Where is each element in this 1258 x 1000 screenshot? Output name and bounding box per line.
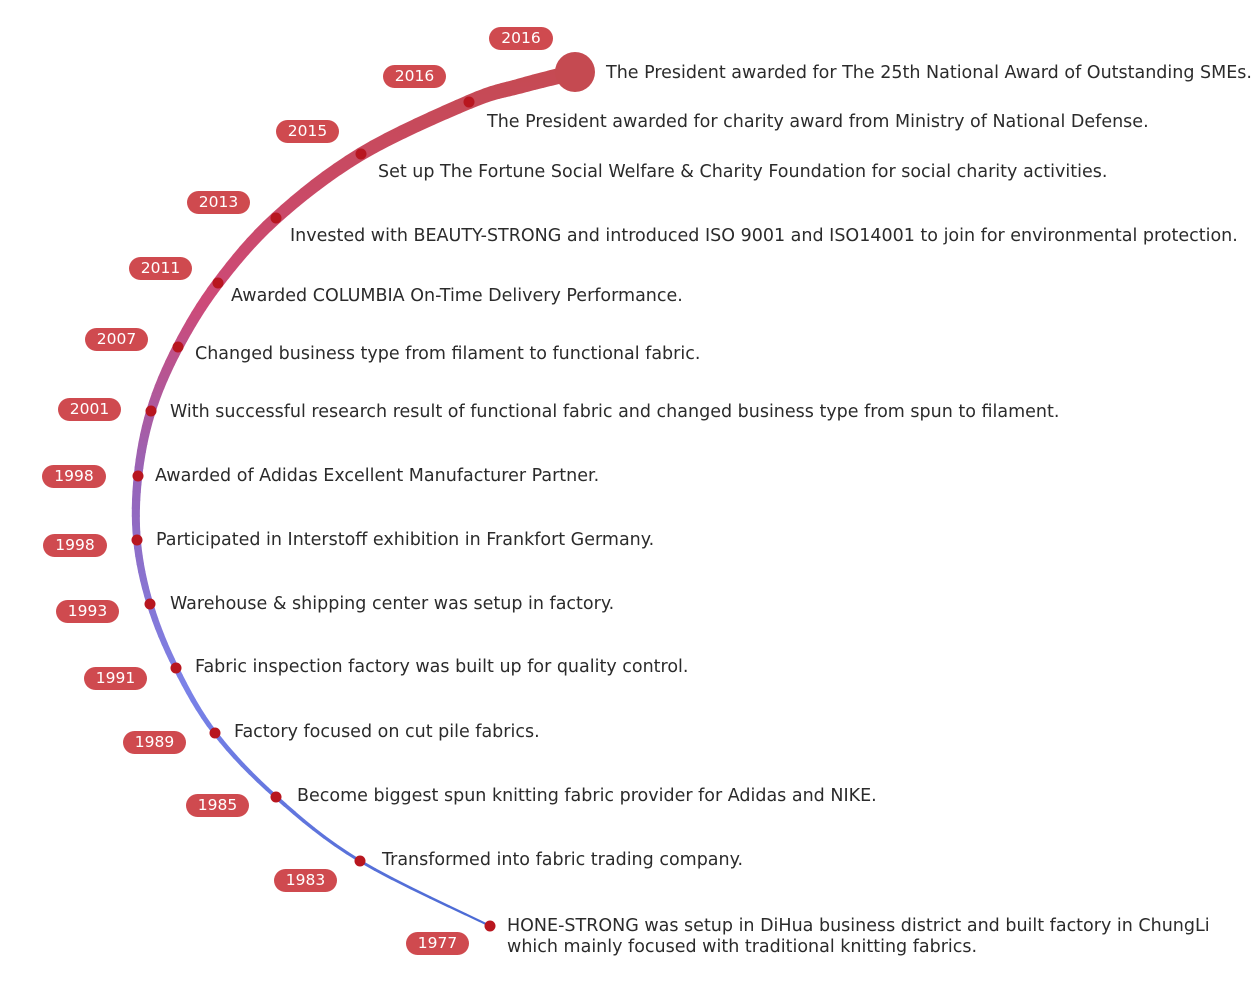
arc-segment	[447, 905, 467, 916]
timeline-event-text: Participated in Interstoff exhibition in…	[156, 530, 655, 550]
arc-end-cap	[555, 52, 595, 92]
year-badge: 2015	[276, 120, 339, 143]
timeline-event-text: Awarded COLUMBIA On-Time Delivery Perfor…	[231, 286, 683, 306]
year-badge: 1985	[186, 794, 249, 817]
timeline-event-text: Changed business type from filament to f…	[195, 344, 701, 364]
timeline-event-text: Transformed into fabric trading company.	[382, 850, 744, 870]
timeline-event-text: Fabric inspection factory was built up f…	[195, 657, 689, 677]
year-badge: 2011	[129, 257, 192, 280]
year-badge: 2013	[187, 191, 250, 214]
timeline-dot	[131, 534, 143, 546]
arc-segment	[373, 868, 394, 881]
timeline-event-text: HONE-STRONG was setup in DiHua business …	[507, 916, 1210, 957]
arc-segment	[333, 843, 349, 855]
arc-segment	[464, 913, 481, 923]
timeline-dot	[270, 791, 282, 803]
timeline-event-text: Set up The Fortune Social Welfare & Char…	[378, 162, 1108, 182]
year-badge: 1998	[43, 534, 107, 557]
arc-segment	[409, 886, 432, 899]
arc-segment	[390, 877, 413, 890]
year-badge: 2001	[58, 398, 121, 421]
arc-segment	[283, 803, 297, 815]
year-badge: 2007	[85, 328, 148, 351]
arc-strokes	[131, 64, 583, 928]
timeline-dot	[354, 855, 366, 867]
timeline-dot	[144, 598, 156, 610]
timeline-event-text: Warehouse & shipping center was setup in…	[170, 594, 615, 614]
timeline-dot	[484, 920, 496, 932]
year-badge-top: 2016	[489, 27, 553, 50]
year-badge: 1977	[406, 932, 469, 955]
year-badge: 1991	[84, 667, 147, 690]
year-badge: 1998	[42, 465, 106, 488]
year-badge: 1989	[123, 731, 186, 754]
year-badge: 1993	[56, 600, 119, 623]
arc-segment	[292, 811, 306, 823]
timeline-dot	[355, 148, 367, 160]
arc-segment	[322, 835, 337, 847]
arc-segment	[311, 827, 326, 839]
arc-dots	[131, 52, 595, 932]
timeline-dot	[170, 662, 182, 674]
timeline-event-text: Factory focused on cut pile fabrics.	[234, 722, 540, 742]
timeline-dot	[212, 277, 224, 289]
timeline-event-text: Awarded of Adidas Excellent Manufacturer…	[155, 466, 600, 486]
timeline-dot	[270, 212, 282, 224]
arc-segment	[302, 819, 316, 831]
timeline-dot	[132, 470, 144, 482]
timeline-event-text: The President awarded for charity award …	[487, 112, 1149, 132]
year-badge: 1983	[274, 869, 337, 892]
timeline-dot	[145, 405, 157, 417]
timeline-event-text: Become biggest spun knitting fabric prov…	[297, 786, 877, 806]
timeline-dot	[463, 96, 475, 108]
timeline-event-text: With successful research result of funct…	[170, 402, 1060, 422]
timeline-dot	[209, 727, 221, 739]
year-badge: 2016	[383, 65, 446, 88]
arc-segment	[429, 896, 450, 908]
timeline-event-text: The President awarded for The 25th Natio…	[606, 63, 1252, 83]
timeline-dot	[172, 341, 184, 353]
timeline-event-text: Invested with BEAUTY-STRONG and introduc…	[290, 226, 1238, 246]
